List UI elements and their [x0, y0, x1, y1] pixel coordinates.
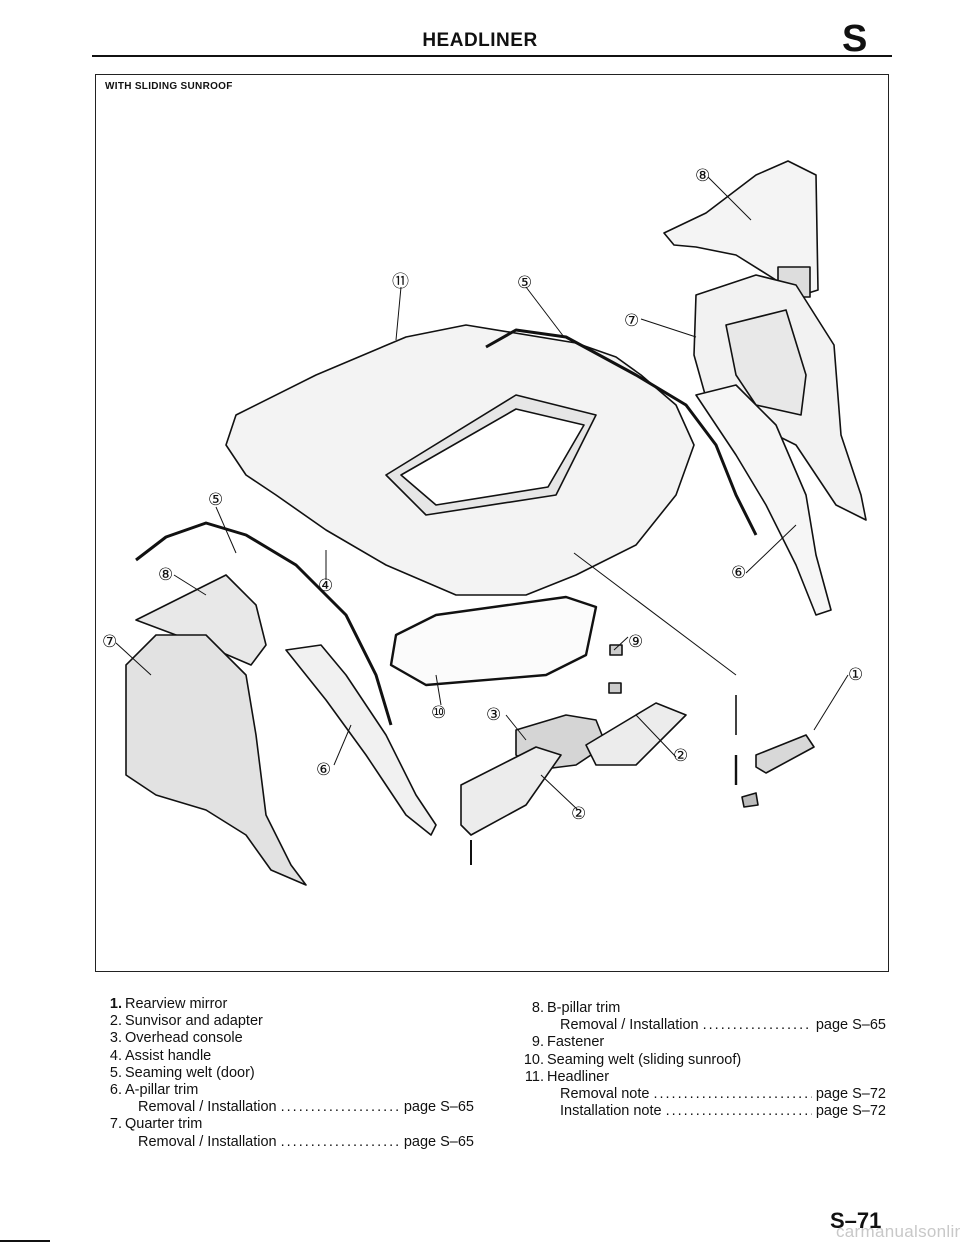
callout-10: ⑩: [431, 703, 446, 723]
seaming-welt-sunroof-shape: [389, 595, 598, 687]
item-number: 1.: [109, 996, 122, 1012]
callout-1: ①: [848, 665, 863, 685]
rearview-mirror-shape: [755, 734, 815, 774]
leader-dots: [281, 1134, 400, 1151]
procedure-reference: Installation note page S–72: [522, 1103, 886, 1120]
page-number: S–71: [830, 1208, 882, 1233]
procedure-label: Removal / Installation: [138, 1099, 277, 1116]
item-label: Quarter trim: [125, 1116, 203, 1133]
parts-list-left: 1.Rearview mirror 2.Sunvisor and adapter…: [100, 996, 480, 1151]
callout-8-left: ⑧: [158, 565, 173, 585]
list-item: 8.B-pillar trim: [522, 1000, 902, 1017]
item-number: 9.: [531, 1034, 544, 1051]
a-pillar-trim-left-shape: [285, 644, 437, 836]
page-reference: page S–72: [815, 1086, 886, 1103]
corner-rule: [0, 1240, 50, 1242]
item-label: Sunvisor and adapter: [125, 1013, 263, 1030]
exploded-diagram-frame: WITH SLIDING SUNROOF: [95, 74, 889, 972]
section-letter: S: [842, 18, 868, 60]
page-title: HEADLINER: [422, 30, 538, 51]
list-item: 9.Fastener: [522, 1034, 902, 1051]
leader-dots: [653, 1086, 811, 1103]
a-pillar-trim-right-shape: [695, 384, 832, 616]
item-number: 11.: [524, 1068, 544, 1085]
item-number: 5.: [109, 1064, 122, 1081]
callout-11: ⑪: [392, 272, 409, 292]
seaming-welt-door-right-shape: [485, 328, 758, 536]
callout-5-left: ⑤: [208, 490, 223, 510]
sunvisor-right-shape: [585, 702, 687, 766]
item-label: Assist handle: [125, 1047, 212, 1064]
header-rule: [92, 55, 892, 57]
item-number: 3.: [109, 1030, 122, 1047]
callout-7-left: ⑦: [102, 632, 117, 652]
list-item: 1.Rearview mirror: [100, 996, 480, 1013]
quarter-trim-left-shape: [125, 634, 307, 886]
list-item: 3.Overhead console: [100, 1030, 480, 1047]
procedure-reference: Removal / Installation page S–65: [100, 1134, 474, 1151]
list-item: 11.Headliner: [522, 1069, 902, 1086]
list-item: 6.A-pillar trim: [100, 1082, 480, 1099]
sunvisor-left-shape: [460, 746, 562, 836]
procedure-label: Removal / Installation: [138, 1133, 277, 1150]
item-number: 2.: [109, 1013, 122, 1030]
item-label: Seaming welt (sliding sunroof): [547, 1051, 742, 1068]
callout-5-right: ⑤: [517, 273, 532, 293]
seaming-welt-door-left-shape: [135, 521, 393, 726]
item-label: Overhead console: [125, 1030, 243, 1047]
callout-8-top: ⑧: [695, 166, 710, 186]
callout-6-right: ⑥: [731, 563, 746, 583]
item-number: 7.: [109, 1116, 122, 1133]
item-label: B-pillar trim: [547, 1000, 621, 1016]
callout-7-right: ⑦: [624, 311, 639, 331]
item-label: A-pillar trim: [125, 1082, 199, 1099]
list-item: 5.Seaming welt (door): [100, 1065, 480, 1082]
callout-4: ④: [318, 576, 333, 596]
item-label: Seaming welt (door): [125, 1064, 255, 1081]
leader-dots: [281, 1099, 400, 1116]
procedure-reference: Removal / Installation page S–65: [522, 1017, 886, 1034]
page-reference: page S–65: [403, 1133, 474, 1150]
figure-caption: WITH SLIDING SUNROOF: [105, 81, 233, 92]
callout-2-left: ②: [571, 804, 586, 824]
callout-3: ③: [486, 705, 501, 725]
page-reference: page S–65: [403, 1099, 474, 1116]
list-item: 7.Quarter trim: [100, 1116, 480, 1133]
callout-6-left: ⑥: [316, 760, 331, 780]
item-label: Rearview mirror: [125, 996, 228, 1012]
procedure-label: Installation note: [560, 1103, 662, 1120]
list-item: 4.Assist handle: [100, 1048, 480, 1065]
page-reference: page S–65: [815, 1017, 886, 1034]
list-item: 10.Seaming welt (sliding sunroof): [522, 1052, 902, 1069]
callout-9: ⑨: [628, 632, 643, 652]
item-number: 10.: [523, 1051, 544, 1068]
item-number: 4.: [109, 1047, 122, 1064]
procedure-label: Removal note: [560, 1086, 650, 1103]
callout-2-right: ②: [673, 746, 688, 766]
leader-dots: [703, 1017, 812, 1034]
procedure-label: Removal / Installation: [560, 1017, 699, 1034]
item-number: 6.: [109, 1082, 122, 1099]
item-number: 8.: [531, 1000, 544, 1016]
procedure-reference: Removal note page S–72: [522, 1086, 886, 1103]
watermark: carmanualsonline.info: [836, 1222, 960, 1241]
parts-list-right: 8.B-pillar trim Removal / Installation pa…: [522, 1000, 902, 1120]
list-item: 2.Sunvisor and adapter: [100, 1013, 480, 1030]
item-label: Fastener: [547, 1034, 605, 1051]
page-reference: page S–72: [815, 1103, 886, 1120]
procedure-reference: Removal / Installation page S–65: [100, 1099, 474, 1116]
leader-dots: [666, 1103, 812, 1120]
headliner-exploded-diagram: ⑧ ⑪ ⑤ ⑦ ⑤ ⑧ ④ ⑦ ⑥ ⑥ ⑨ ① ⑩ ③ ② ②: [102, 160, 867, 886]
item-label: Headliner: [547, 1068, 610, 1085]
